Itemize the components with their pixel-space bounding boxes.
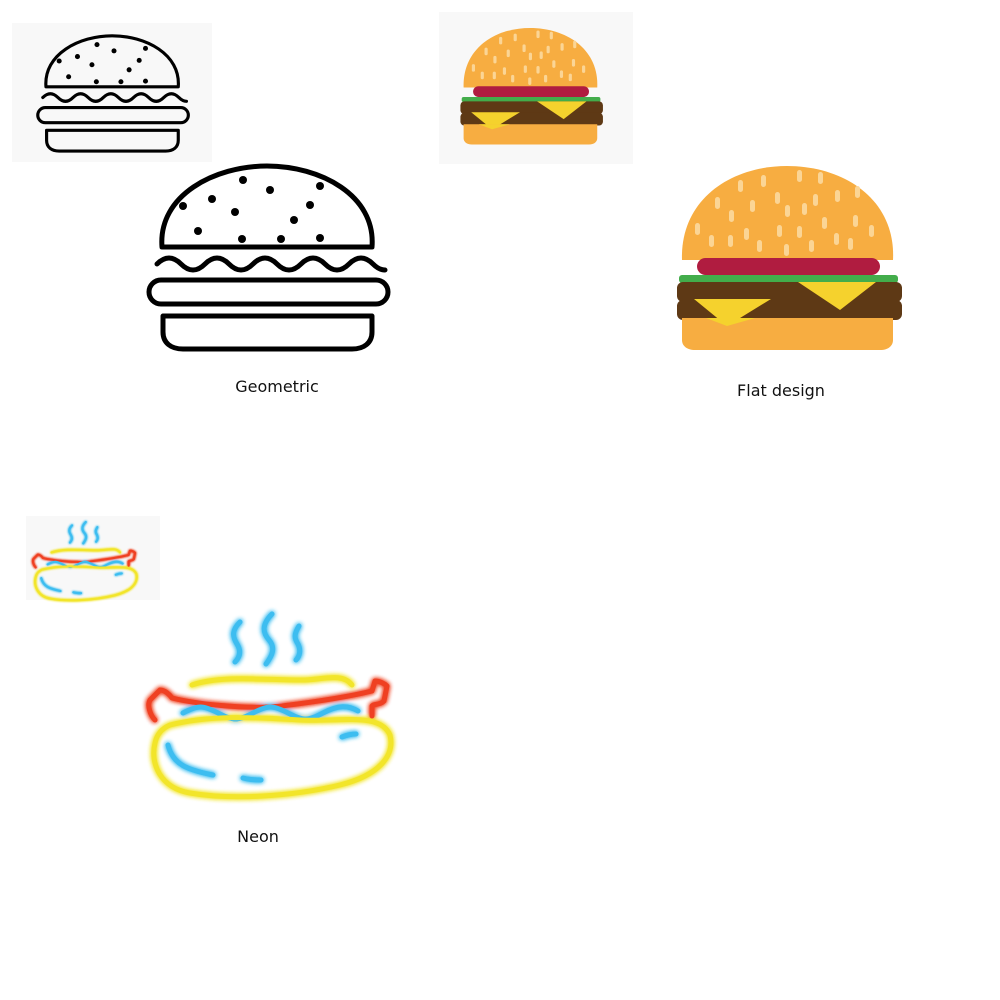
burger-outline-icon-small (32, 32, 196, 158)
hotdog-neon-icon-small (29, 516, 143, 606)
burger-outline-icon (140, 160, 400, 360)
style-label-geometric: Geometric (235, 377, 319, 396)
flat-thumbnail (439, 12, 633, 164)
geometric-thumbnail (12, 23, 212, 162)
style-label-flat-design: Flat design (737, 381, 825, 400)
neon-thumbnail (26, 516, 160, 600)
burger-flat-icon-small (456, 24, 608, 151)
style-label-neon: Neon (237, 827, 279, 846)
burger-flat-icon (670, 160, 910, 360)
hotdog-neon-icon (140, 600, 405, 810)
